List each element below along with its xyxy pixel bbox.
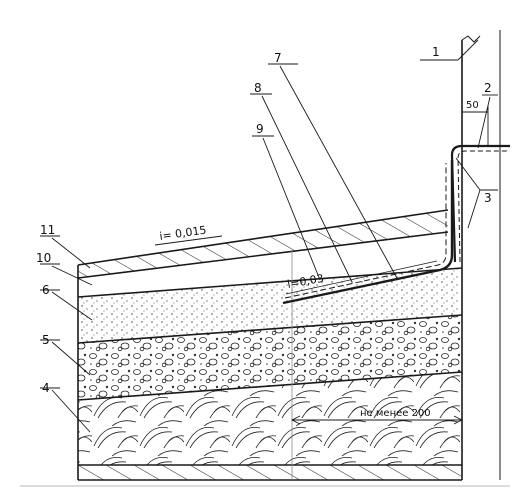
label-7: 7 — [274, 51, 282, 65]
drainage-membrane — [282, 160, 454, 305]
slope-drain-text: i=0,03 — [286, 272, 324, 291]
label-2: 2 — [484, 81, 492, 95]
label-6: 6 — [42, 283, 50, 297]
slope-top-text: i= 0,015 — [159, 224, 208, 243]
label-1: 1 — [432, 45, 440, 59]
top-coating-layer — [78, 210, 448, 278]
dimension-min200 — [290, 415, 464, 425]
dim-50-text: 50 — [466, 100, 479, 111]
base-layer — [78, 232, 462, 297]
dim-min200-text: не менее 200 — [360, 408, 431, 419]
bottom-strip — [78, 465, 462, 480]
waterproofing-upstand — [450, 144, 510, 263]
wall — [461, 30, 501, 480]
label-3: 3 — [484, 191, 492, 205]
label-9: 9 — [256, 122, 264, 136]
label-10: 10 — [36, 251, 51, 265]
slope-top-underline — [154, 235, 223, 246]
label-8: 8 — [254, 81, 262, 95]
dimension-50 — [461, 106, 489, 146]
label-11: 11 — [40, 223, 55, 237]
soil-layer — [78, 372, 462, 465]
label-4: 4 — [42, 381, 50, 395]
leader-lines — [40, 39, 498, 433]
label-5: 5 — [42, 333, 50, 347]
